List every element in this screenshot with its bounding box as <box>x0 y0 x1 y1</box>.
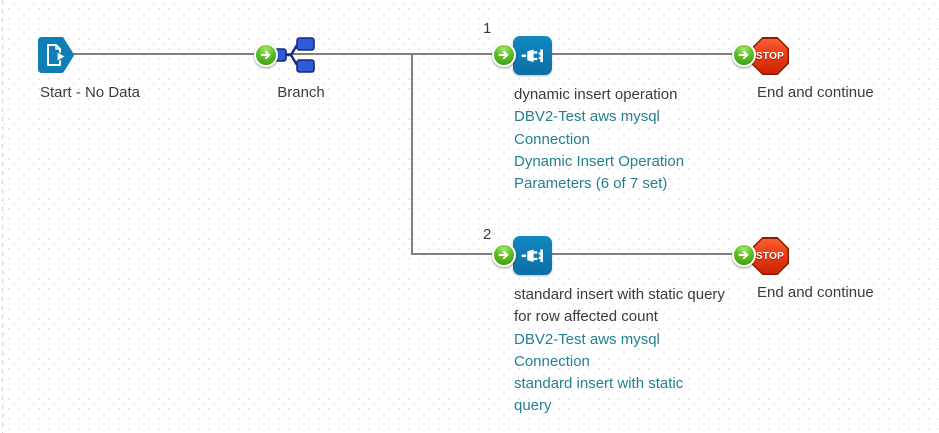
branch-shape[interactable] <box>271 35 315 75</box>
branch-icon <box>271 37 315 73</box>
arrow-right-icon <box>738 50 749 60</box>
connector2-input-connection-point[interactable] <box>492 243 516 267</box>
branch-path-2-number: 2 <box>483 226 492 243</box>
end1-shape[interactable]: STOP <box>751 37 789 75</box>
branch-label: Branch <box>277 84 325 101</box>
connector2-shape[interactable] <box>513 236 552 275</box>
end2-shape[interactable]: STOP <box>751 237 789 275</box>
database-plug-icon <box>521 249 543 263</box>
connector-line-branch-drop <box>411 53 413 255</box>
connector2-title: standard insert with static query <box>514 286 725 303</box>
connector1-operation-link[interactable]: Dynamic Insert Operation <box>514 152 685 170</box>
stop-sign-icon: STOP <box>752 238 788 274</box>
end1-label: End and continue <box>757 84 874 101</box>
connector-line-main <box>73 53 737 55</box>
arrow-right-icon <box>498 250 509 260</box>
connector1-operation-link-line2[interactable]: Parameters (6 of 7 set) <box>514 175 668 193</box>
end1-input-connection-point[interactable] <box>732 43 756 67</box>
stop-sign-text: STOP <box>755 50 785 62</box>
start-label: Start - No Data <box>39 84 141 101</box>
connector2-operation-link[interactable]: standard insert with static <box>514 375 684 393</box>
connector2-title-line2: for row affected count <box>514 308 658 326</box>
arrow-right-icon <box>498 50 509 60</box>
start-pentagon <box>38 37 74 73</box>
document-arrow-icon <box>47 44 67 66</box>
connector2-connection-link-line2[interactable]: Connection <box>514 352 590 370</box>
connector1-connection-link-line2[interactable]: Connection <box>514 130 590 148</box>
stop-sign-text: STOP <box>755 250 785 262</box>
connector1-shape[interactable] <box>513 36 552 75</box>
database-plug-icon <box>521 49 543 63</box>
connector-line-branch2 <box>411 253 737 255</box>
end2-label: End and continue <box>757 284 874 301</box>
connector1-title: dynamic insert operation <box>514 86 678 103</box>
start-shape[interactable] <box>36 35 76 75</box>
connector1-connection-link[interactable]: DBV2-Test aws mysql <box>514 108 660 126</box>
arrow-right-icon <box>260 50 271 60</box>
arrow-right-icon <box>738 250 749 260</box>
connector2-operation-link-line2[interactable]: query <box>514 397 552 415</box>
branch-path-1-number: 1 <box>483 20 492 37</box>
branch-input-connection-point[interactable] <box>254 43 278 67</box>
connector2-connection-link[interactable]: DBV2-Test aws mysql <box>514 330 660 348</box>
canvas-left-boundary <box>2 0 3 433</box>
end2-input-connection-point[interactable] <box>732 243 756 267</box>
stop-sign-icon: STOP <box>752 38 788 74</box>
connector1-input-connection-point[interactable] <box>492 43 516 67</box>
